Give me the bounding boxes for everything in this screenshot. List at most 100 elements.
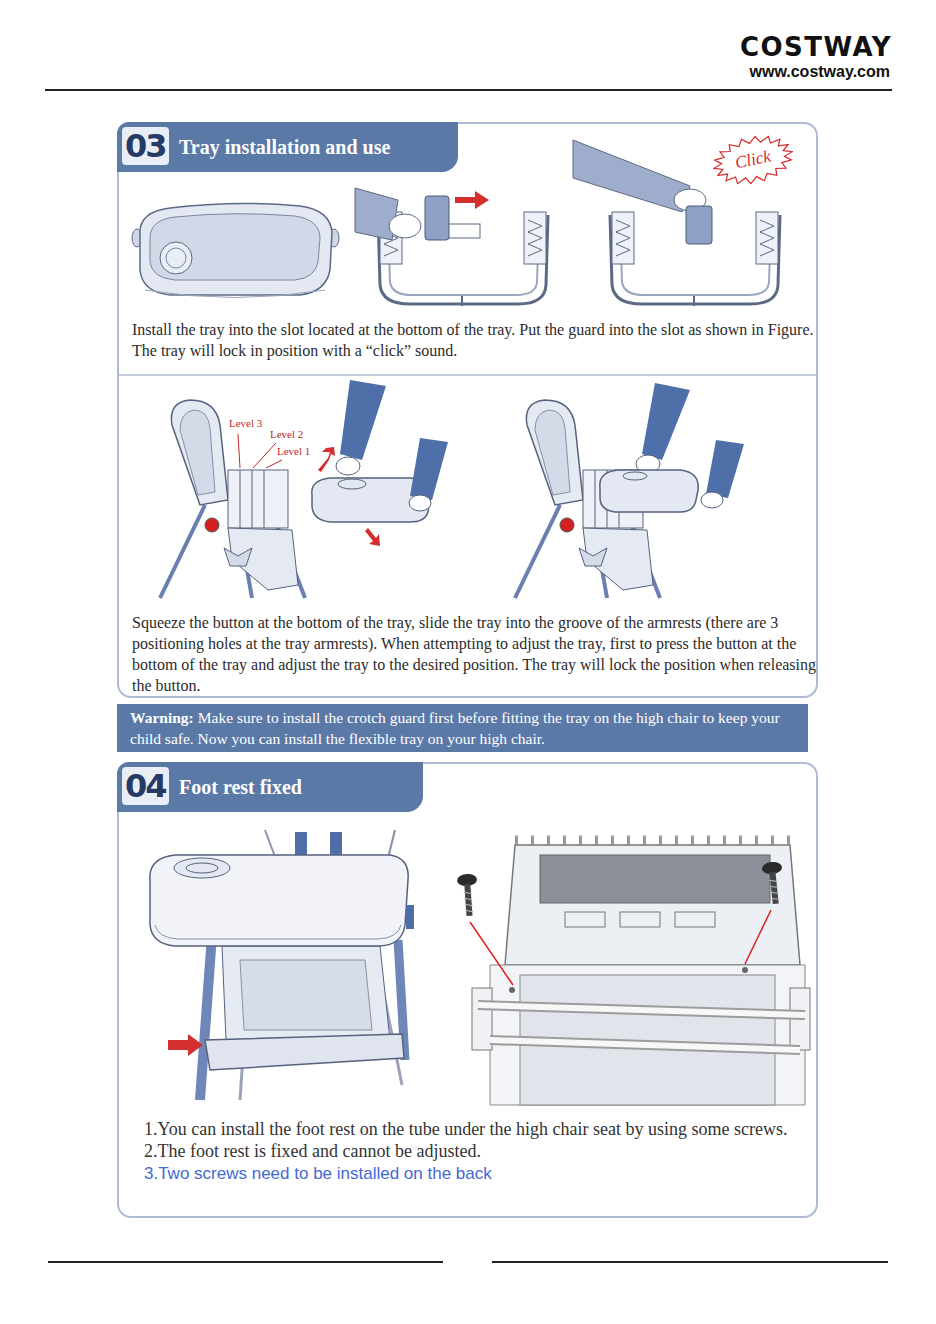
tray-frame-drawing	[378, 212, 548, 306]
level-leader-lines	[266, 460, 282, 468]
text-group: 03	[122, 127, 169, 165]
screw	[761, 861, 785, 905]
seat-underside-drawing	[490, 965, 805, 1105]
section-number: 04	[122, 767, 169, 805]
warning-text: Make sure to install the crotch guard fi…	[130, 709, 780, 747]
text-group: Install the tray into the slot located a…	[132, 319, 816, 361]
high-chair-with-footrest	[406, 905, 414, 929]
tray-in-hands	[409, 495, 431, 511]
level-label: Level 2	[270, 428, 303, 441]
instruction-panel: 03 Tray installation and use ClickInstall …	[117, 122, 818, 698]
seat-underside-drawing	[505, 845, 800, 965]
header-rule	[45, 90, 892, 91]
tray-frame-drawing	[528, 220, 542, 256]
screw	[769, 872, 778, 904]
tray-frame-drawing	[461, 296, 463, 306]
panel-divider	[119, 374, 816, 376]
high-chair-with-footrest	[174, 858, 230, 878]
tray-in-hands	[642, 383, 690, 460]
direction-arrow	[365, 528, 380, 546]
header-rule	[45, 89, 892, 91]
tray-in-hands	[600, 383, 744, 512]
section-number: 03	[122, 127, 169, 165]
high-chair-with-footrest	[150, 855, 408, 946]
footer-rule	[492, 1261, 888, 1263]
hand-with-guard	[355, 188, 449, 240]
screw	[464, 884, 472, 916]
screw	[457, 873, 480, 916]
high-chair-with-footrest	[155, 925, 401, 939]
high-chair-drawing	[205, 518, 219, 532]
seat-underside-drawing	[509, 987, 515, 993]
tray-in-hands	[338, 479, 366, 489]
direction-arrow	[318, 447, 380, 546]
screw	[769, 880, 779, 901]
seat-underside-drawing	[675, 912, 715, 927]
hand-with-guard	[573, 140, 690, 212]
warning-band: Warning:Make sure to install the crotch …	[117, 704, 808, 752]
high-chair-with-footrest	[205, 1034, 404, 1070]
footer-rule	[48, 1261, 443, 1263]
screw-leader-lines	[745, 910, 771, 964]
screw-leader-lines	[470, 922, 513, 985]
high-chair-with-footrest	[186, 863, 218, 873]
push-arrow	[455, 191, 489, 209]
tray-in-hands	[340, 380, 386, 460]
high-chair-drawing	[171, 400, 228, 505]
tray-drawing	[150, 214, 320, 280]
seat-underside-drawing	[478, 1005, 805, 1015]
seat-underside-drawing	[565, 912, 605, 927]
text-group: Tray installation and use	[179, 134, 390, 160]
text-group: 04	[122, 767, 169, 805]
high-chair-drawing	[252, 470, 253, 528]
click-starburst: Click	[708, 128, 798, 192]
warning-heading: Warning:	[130, 709, 194, 726]
seat-underside-drawing	[742, 967, 748, 973]
seat-underside-drawing	[472, 988, 492, 1050]
instruction-panel: 04 Foot rest fixed 1.You can install the f…	[117, 762, 818, 1218]
seat-underside-drawing	[620, 912, 660, 927]
high-chair-drawing	[240, 470, 241, 528]
hand-with-guard	[686, 206, 712, 244]
seat-underside-drawing	[472, 840, 810, 1105]
tray-drawing	[132, 203, 339, 297]
seat-underside-drawing	[515, 836, 790, 845]
instruction-text: Install the tray into the slot located a…	[132, 319, 816, 361]
level-leader-lines	[238, 434, 240, 468]
hand-with-guard	[573, 140, 712, 244]
website-url: www.costway.com	[690, 62, 890, 82]
text-group: Squeeze the button at the bottom of the …	[132, 612, 816, 696]
tray-drawing	[166, 248, 186, 268]
seat-underside-drawing	[478, 1005, 805, 1015]
section-title: Foot rest fixed	[179, 774, 302, 800]
tray-in-hands	[336, 457, 360, 475]
text-group: 1.You can install the foot rest on the t…	[144, 1118, 812, 1186]
high-chair-drawing	[180, 410, 215, 495]
seat-underside-drawing	[540, 855, 770, 903]
tray-in-hands	[410, 438, 448, 500]
tray-frame-drawing	[378, 215, 548, 304]
instruction-text: Squeeze the button at the bottom of the …	[132, 612, 816, 696]
level-label: Level 3	[229, 417, 262, 430]
hand-with-guard	[425, 196, 449, 240]
tray-in-hands	[701, 492, 723, 508]
screw-leader-lines	[470, 910, 771, 985]
footer-rule	[48, 1261, 888, 1263]
tray-drawing	[140, 203, 332, 295]
section-title: Tray installation and use	[179, 134, 390, 160]
tray-in-hands	[623, 472, 647, 480]
high-chair-with-footrest	[150, 830, 414, 1100]
high-chair-drawing	[264, 470, 265, 528]
panel-divider	[119, 375, 816, 376]
high-chair-with-footrest	[200, 935, 212, 1100]
tray-drawing	[145, 290, 325, 298]
screw	[464, 892, 473, 913]
step-text: 2.The foot rest is fixed and cannot be a…	[144, 1140, 812, 1162]
starburst-outline	[709, 130, 797, 191]
high-chair-with-footrest	[240, 960, 372, 1030]
direction-arrow	[168, 1034, 203, 1056]
step-text: 1.You can install the foot rest on the t…	[144, 1118, 812, 1140]
level-label: Level 1	[277, 445, 310, 458]
high-chair-drawing	[224, 548, 252, 566]
